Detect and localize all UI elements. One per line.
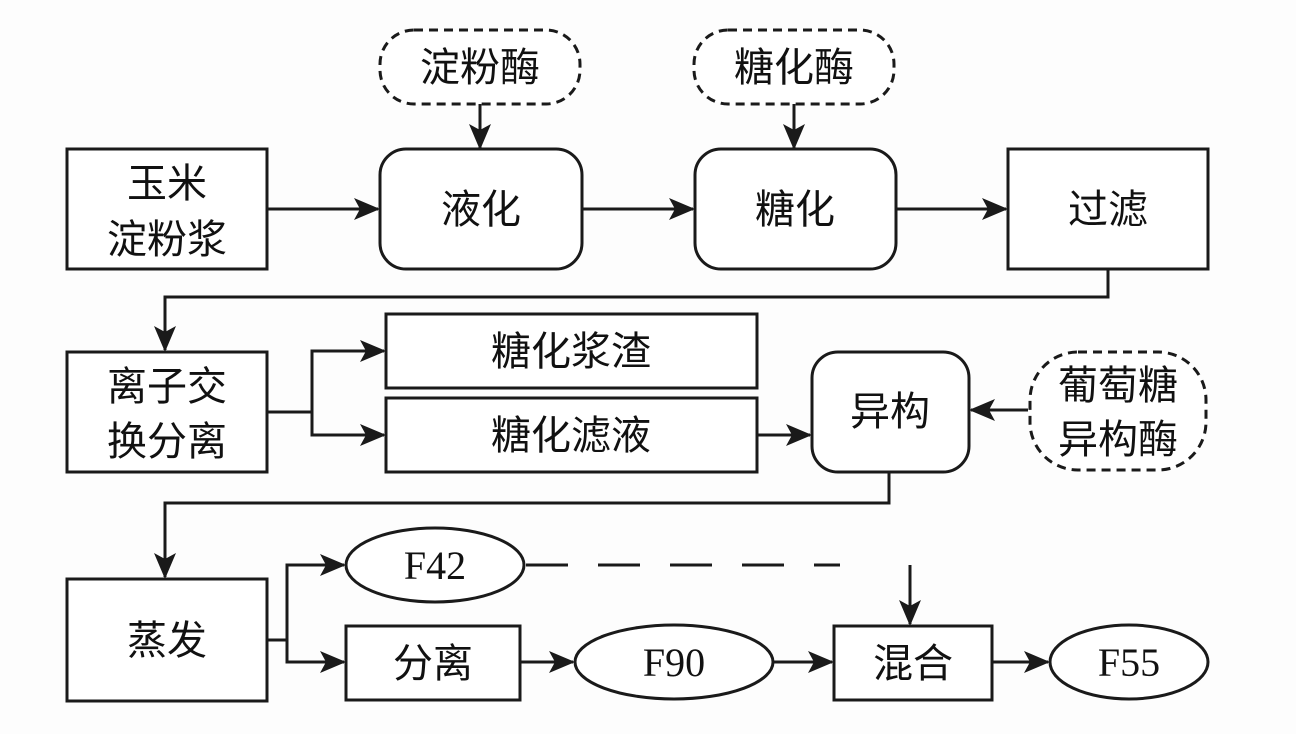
edge-filter-to-ion-exchange — [154, 270, 1110, 352]
node-evaporate: 蒸发 — [65, 577, 269, 703]
node-f55-label: F55 — [1098, 640, 1160, 685]
node-isomerize: 异构 — [810, 350, 971, 474]
node-corn-starch: 玉米 淀粉浆 — [65, 147, 269, 271]
edge-evaporate-to-separate — [285, 640, 346, 673]
edge-isomerize-to-evaporate — [154, 472, 891, 579]
node-separate: 分离 — [344, 624, 522, 702]
node-filtrate-label: 糖化滤液 — [491, 413, 651, 459]
node-amylase: 淀粉酶 — [378, 28, 582, 106]
node-liquefy: 液化 — [378, 147, 584, 271]
edge-ion-to-filtrate — [310, 412, 386, 446]
node-mix-label: 混合 — [873, 641, 953, 687]
node-filtrate: 糖化滤液 — [384, 396, 759, 474]
node-isomerize-label: 异构 — [850, 389, 930, 435]
node-f90-label: F90 — [643, 640, 705, 685]
node-ion-exchange-line2: 换分离 — [107, 419, 227, 465]
node-f42-label: F42 — [404, 543, 466, 588]
node-residue: 糖化浆渣 — [384, 312, 759, 390]
node-mix: 混合 — [832, 624, 994, 702]
node-glucoamylase-label: 糖化酶 — [734, 45, 854, 91]
node-corn-starch-line2: 淀粉浆 — [107, 217, 227, 263]
node-f42: F42 — [344, 526, 526, 604]
node-isomerase: 葡萄糖 异构酶 — [1028, 350, 1208, 472]
node-glucoamylase: 糖化酶 — [692, 28, 896, 106]
node-filter-label: 过滤 — [1068, 187, 1148, 233]
node-filter: 过滤 — [1006, 147, 1210, 271]
node-ion-exchange-line1: 离子交 — [107, 364, 227, 410]
node-f90: F90 — [573, 623, 775, 701]
edges — [154, 104, 1110, 673]
node-separate-label: 分离 — [393, 641, 473, 687]
node-evaporate-label: 蒸发 — [127, 618, 207, 664]
node-corn-starch-line1: 玉米 — [127, 161, 207, 207]
node-liquefy-label: 液化 — [441, 187, 521, 233]
node-isomerase-line2: 异构酶 — [1058, 417, 1178, 463]
edge-ion-to-residue — [310, 340, 386, 412]
node-f55: F55 — [1048, 623, 1210, 701]
node-saccharify-label: 糖化 — [755, 187, 835, 233]
node-saccharify: 糖化 — [693, 147, 898, 271]
edge-evaporate-to-f42 — [285, 554, 346, 640]
node-amylase-label: 淀粉酶 — [420, 45, 540, 91]
node-ion-exchange: 离子交 换分离 — [65, 350, 269, 474]
node-isomerase-line1: 葡萄糖 — [1058, 363, 1178, 409]
node-residue-label: 糖化浆渣 — [491, 329, 651, 375]
